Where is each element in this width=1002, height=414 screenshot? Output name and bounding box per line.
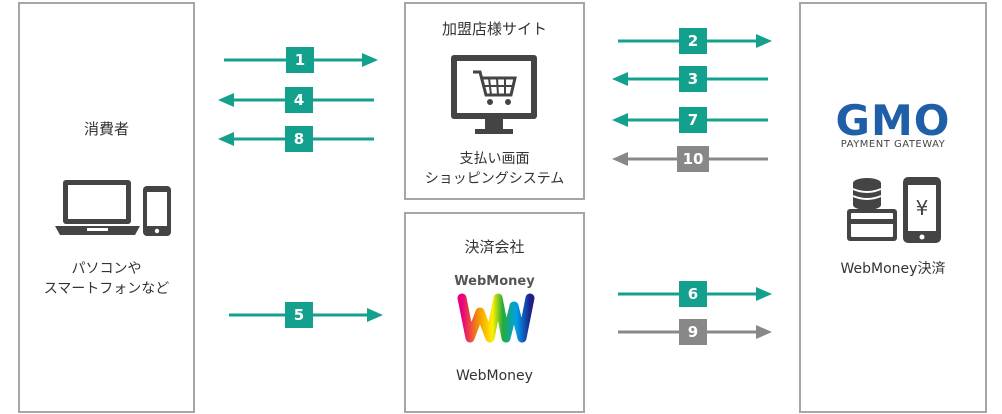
coins-card-icon (845, 175, 901, 247)
consumer-title: 消費者 (83, 120, 129, 138)
step-badge-4: 4 (285, 87, 313, 113)
smartphone-icon (143, 186, 171, 240)
laptop-icon (55, 180, 140, 240)
consumer-device-line1: パソコンや (71, 261, 142, 277)
yen-phone-icon: ¥ (903, 177, 941, 247)
step-badge-3: 3 (679, 66, 707, 92)
merchant-line1: 支払い画面 (459, 151, 530, 167)
step-badge-5: 5 (285, 302, 313, 328)
step-badge-9: 9 (679, 319, 707, 345)
step-badge-1: 1 (286, 47, 314, 73)
svg-text:¥: ¥ (916, 196, 929, 220)
webmoney-logo-icon (456, 292, 536, 348)
settlement-name: WebMoney (456, 368, 533, 384)
monitor-cart-icon (451, 55, 537, 141)
webmoney-logo-text: WebMoney (454, 274, 535, 289)
merchant-title: 加盟店様サイト (441, 20, 547, 38)
merchant-line2: ショッピングシステム (424, 171, 565, 187)
gmo-box (799, 2, 987, 413)
consumer-device-line2: スマートフォンなど (43, 281, 170, 297)
gmo-logo: GMO (835, 96, 951, 145)
settlement-title: 決済会社 (464, 238, 525, 256)
gmo-subtitle: PAYMENT GATEWAY (840, 139, 946, 150)
step-badge-10: 10 (677, 146, 709, 172)
step-badge-6: 6 (679, 281, 707, 307)
step-badge-8: 8 (285, 126, 313, 152)
step-badge-2: 2 (679, 28, 707, 54)
gmo-caption: WebMoney決済 (840, 261, 946, 277)
step-badge-7: 7 (679, 107, 707, 133)
